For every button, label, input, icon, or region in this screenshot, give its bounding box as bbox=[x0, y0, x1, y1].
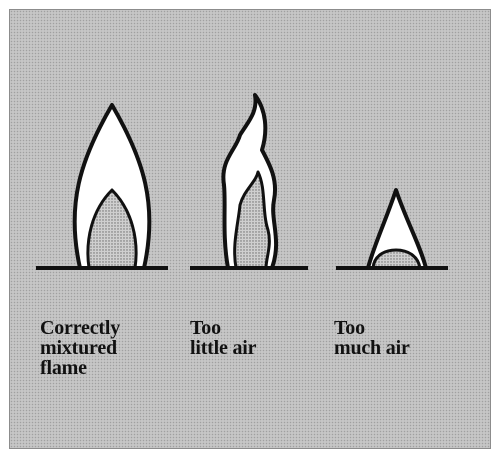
caption-correctly-mixtured-flame: Correctly mixtured flame bbox=[40, 318, 120, 378]
caption-line: little air bbox=[190, 338, 256, 358]
caption-too-much-air: Too much air bbox=[334, 318, 410, 358]
caption-line: Too bbox=[190, 318, 256, 338]
caption-line: Too bbox=[334, 318, 410, 338]
flame-too-little-air bbox=[190, 95, 308, 268]
flame-too-much-air bbox=[336, 190, 448, 268]
caption-line: mixtured bbox=[40, 338, 120, 358]
caption-line: much air bbox=[334, 338, 410, 358]
flame-correct bbox=[36, 105, 168, 268]
caption-line: Correctly bbox=[40, 318, 120, 338]
caption-too-little-air: Too little air bbox=[190, 318, 256, 358]
caption-line: flame bbox=[40, 358, 120, 378]
